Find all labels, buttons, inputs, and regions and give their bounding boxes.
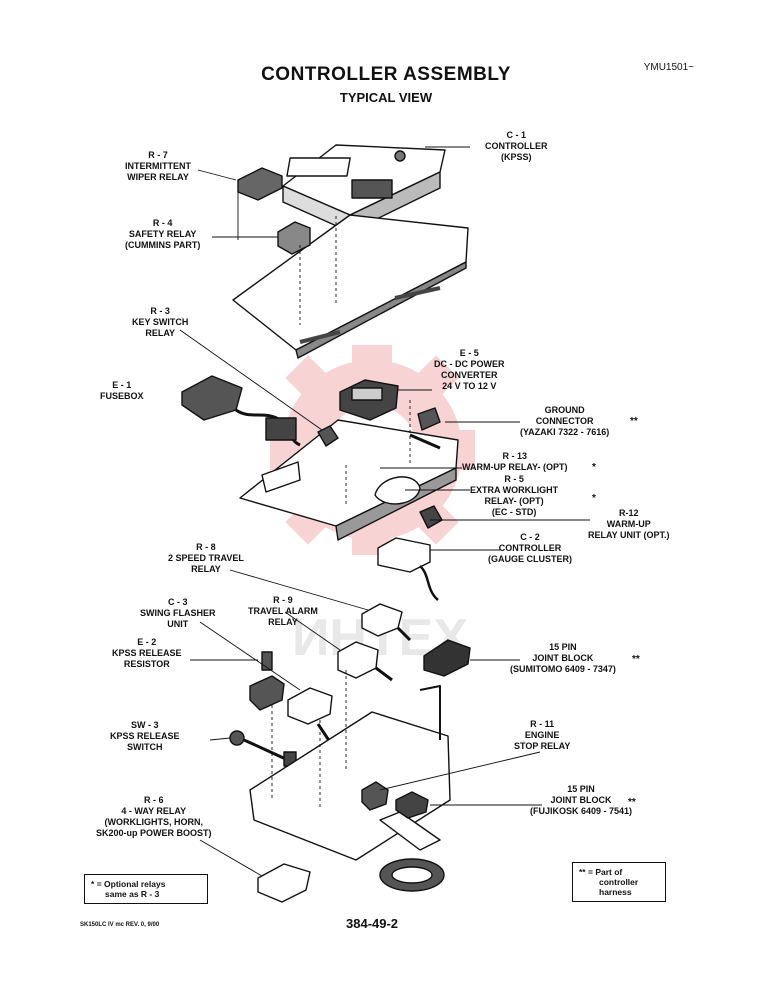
four-way-relay-part — [257, 863, 311, 903]
safety-relay-part — [277, 221, 311, 255]
upper-mounting-plate — [232, 214, 469, 359]
intermittent-wiper-relay-part — [237, 167, 283, 201]
controller-kpss-part — [282, 144, 446, 233]
swing-flasher-unit-part — [287, 687, 333, 743]
harness-marker-jb1: ** — [632, 654, 640, 665]
page-subtitle: TYPICAL VIEW — [339, 90, 433, 105]
joint-block-sumitomo-part — [423, 639, 471, 677]
engine-stop-relay-part — [361, 781, 389, 811]
harness-marker-jb2: ** — [628, 797, 636, 808]
joint-block-fujikosk-part — [395, 791, 429, 819]
kpss-release-resistor-part — [249, 651, 285, 711]
harness-marker-ground: ** — [630, 416, 638, 427]
middle-mounting-plate — [239, 419, 459, 541]
legend-controller-harness: ** = Part of controller harness — [572, 862, 666, 902]
key-switch-relay-part — [317, 425, 339, 447]
rubber-grommet-part — [379, 858, 445, 892]
travel-alarm-relay-part — [337, 641, 393, 682]
lower-mounting-plate — [249, 685, 451, 861]
kpss-release-switch-part — [229, 730, 297, 767]
gauge-cluster-controller-part — [377, 537, 439, 601]
document-code: YMU1501~ — [643, 62, 694, 73]
fusebox-part — [181, 375, 301, 447]
legend-optional-relays: * = Optional relays same as R - 3 — [84, 874, 208, 904]
dc-dc-converter-part — [339, 379, 399, 421]
ground-connector-part — [409, 407, 441, 450]
optional-marker-r5: * — [592, 493, 596, 504]
leader-lines — [179, 146, 590, 877]
revision-note: SK150LC IV mc REV. 0, 9/00 — [80, 922, 160, 928]
page-title: CONTROLLER ASSEMBLY — [261, 64, 511, 85]
two-speed-travel-relay-part — [361, 603, 412, 642]
page-number: 384-49-2 — [346, 916, 399, 931]
optional-marker-r13: * — [592, 462, 596, 473]
